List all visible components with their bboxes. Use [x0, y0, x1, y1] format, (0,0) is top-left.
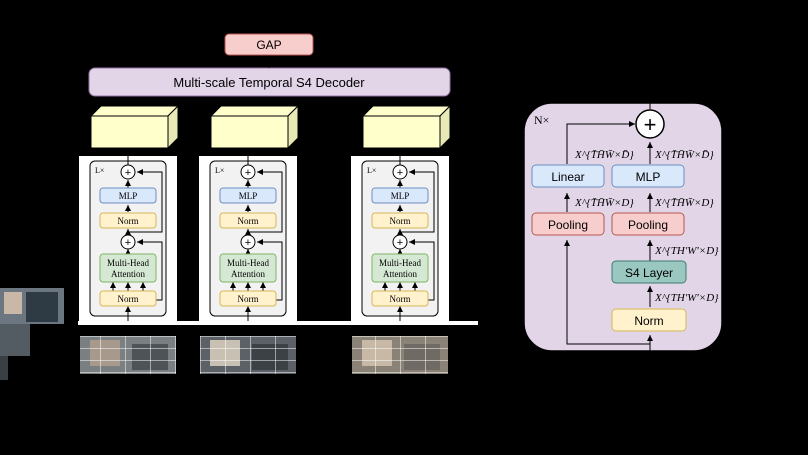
math-upper: X^{TH′W′×D}: [654, 245, 719, 257]
norm-box-top: Norm: [390, 216, 411, 226]
attention-line1: Multi-Head: [107, 258, 149, 268]
linear-box: Linear: [551, 170, 584, 184]
encoder-repeat-label: L×: [215, 166, 224, 175]
norm-box-bottom: Norm: [118, 294, 139, 304]
pooling-left-box: Pooling: [548, 218, 588, 232]
video-frame-patches: [80, 322, 176, 374]
input-video-thumbnail: [0, 288, 64, 380]
feature-cuboid: [209, 104, 300, 150]
add-icon: +: [245, 167, 251, 179]
mlp-box: MLP: [119, 191, 138, 201]
s4-add-icon: +: [644, 112, 657, 137]
s4-repeat-label: N×: [534, 113, 549, 127]
encoder-repeat-label: L×: [95, 166, 104, 175]
gap-label: GAP: [256, 38, 281, 52]
attention-line2: Attention: [231, 269, 265, 279]
attention-line2: Attention: [383, 269, 417, 279]
encoder-repeat-label: L×: [367, 166, 376, 175]
mlp-box: MLP: [239, 191, 258, 201]
norm-box-bottom: Norm: [238, 294, 259, 304]
add-icon: +: [125, 237, 131, 249]
s4-norm-box: Norm: [634, 314, 663, 328]
math-right-mid: X^{T̄H̄W̄×D}: [654, 197, 714, 209]
add-icon: +: [245, 237, 251, 249]
add-icon: +: [397, 167, 403, 179]
decoder-box: Multi-scale Temporal S4 Decoder: [88, 67, 451, 97]
add-icon: +: [397, 237, 403, 249]
math-left-mid: X^{T̄H̄W̄×D}: [574, 197, 634, 209]
math-left-top: X^{T̄H̄W̄×D̄}: [574, 149, 634, 161]
attention-line2: Attention: [111, 269, 145, 279]
norm-box-bottom: Norm: [390, 294, 411, 304]
gap-box: GAP: [224, 33, 314, 56]
math-lower: X^{TH′W′×D}: [654, 292, 719, 304]
pooling-right-box: Pooling: [628, 218, 668, 232]
s4-mlp-box: MLP: [636, 170, 661, 184]
video-frame-patches: [352, 322, 448, 374]
norm-box-top: Norm: [238, 216, 259, 226]
s4-layer-box: S4 Layer: [625, 266, 673, 280]
norm-box-top: Norm: [118, 216, 139, 226]
decoder-label: Multi-scale Temporal S4 Decoder: [173, 75, 365, 90]
video-frame-patches: [200, 322, 296, 374]
s4-decoder-block: N× + Linear MLP Pooling Pooling S4 Layer…: [523, 96, 723, 352]
feature-cuboid: [361, 104, 452, 150]
attention-line1: Multi-Head: [227, 258, 269, 268]
add-icon: +: [125, 167, 131, 179]
math-right-top: X^{T̄H̄W̄×D̄}: [654, 149, 714, 161]
attention-line1: Multi-Head: [379, 258, 421, 268]
mlp-box: MLP: [391, 191, 410, 201]
feature-cuboid: [89, 104, 180, 150]
